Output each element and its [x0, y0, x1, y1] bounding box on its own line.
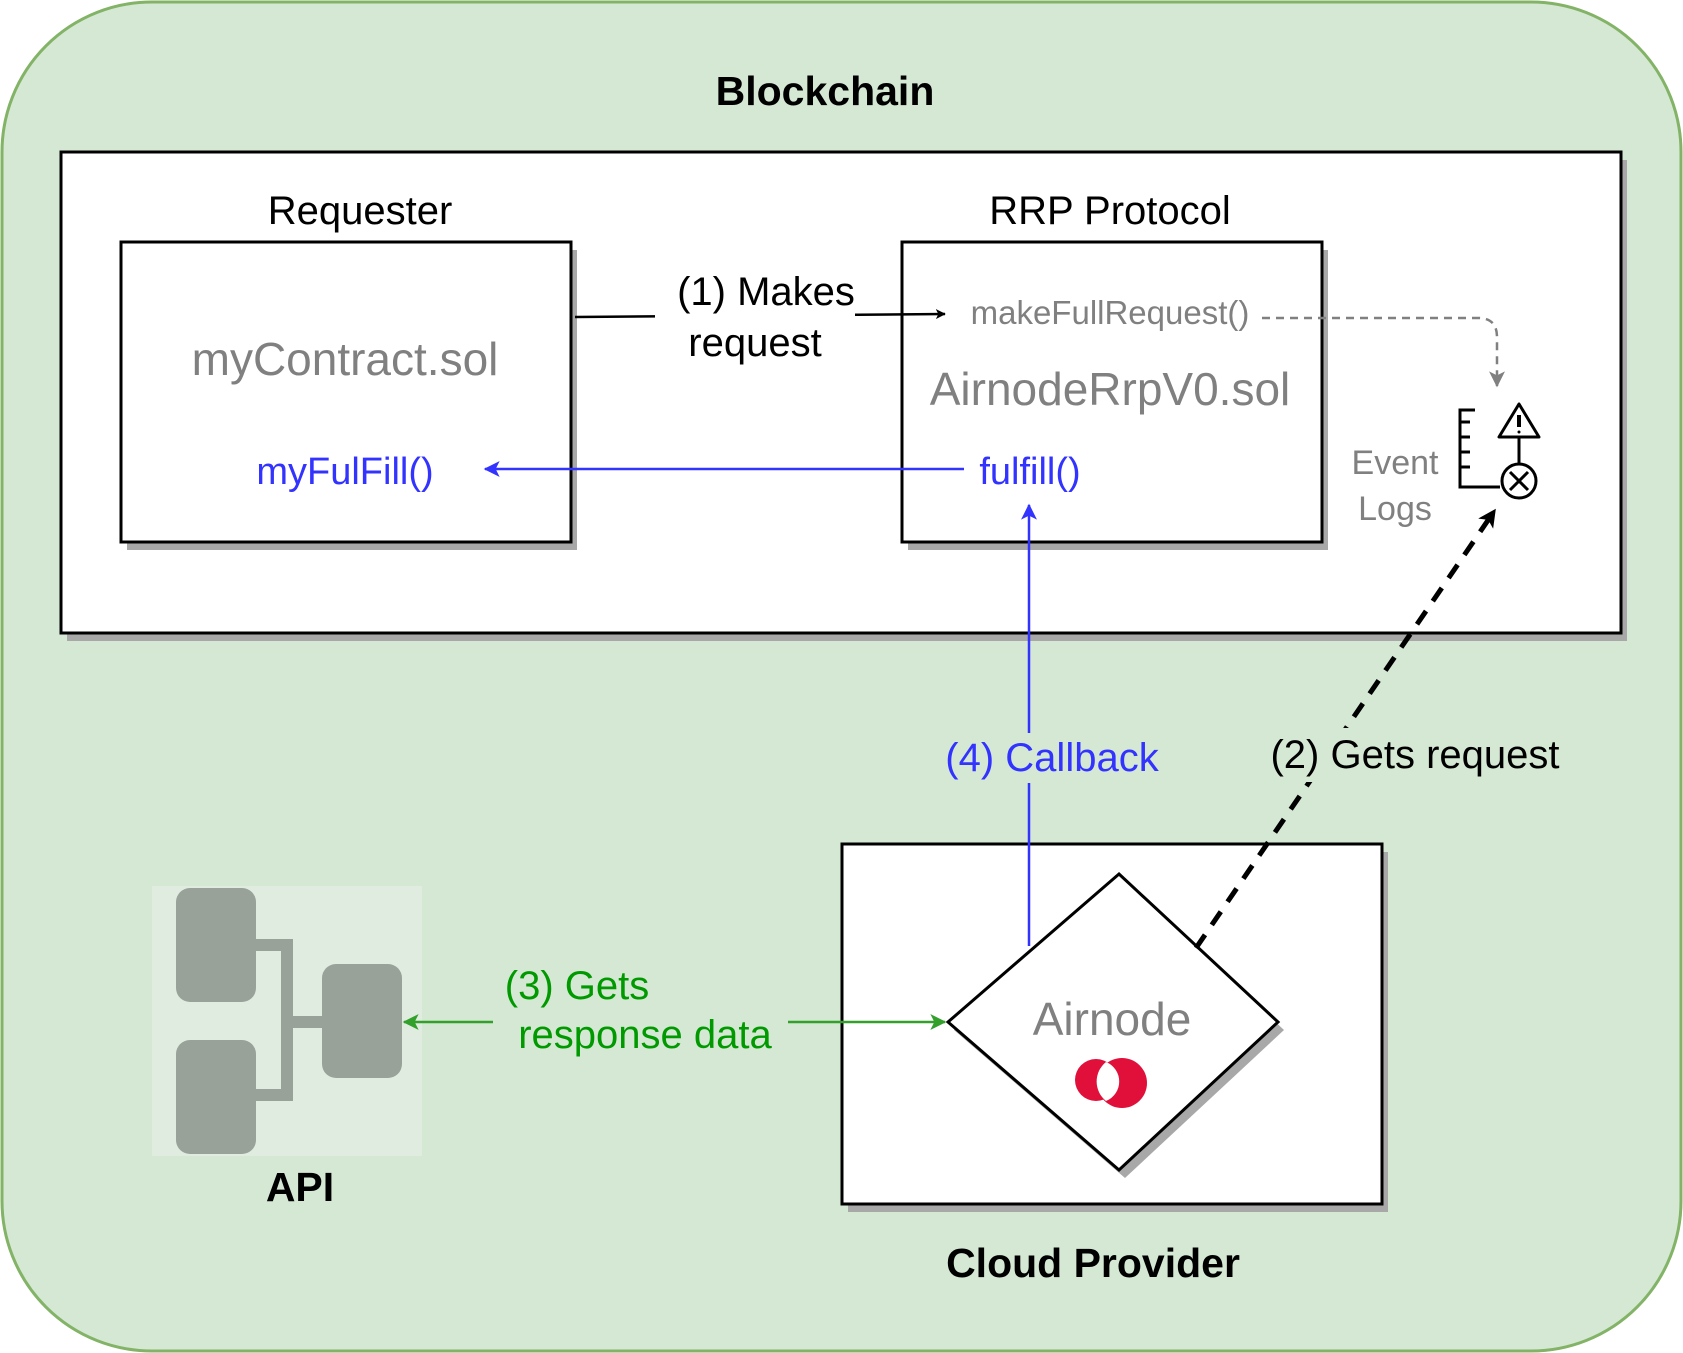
airnode-diamond: [945, 871, 1281, 1173]
api-label: API: [266, 1164, 334, 1210]
protocol-fulfill-fn: fulfill(): [979, 451, 1080, 493]
protocol-contract-name: AirnodeRrpV0.sol: [930, 363, 1291, 415]
requester-box: [119, 240, 573, 544]
event-logs-label-line2: Logs: [1358, 490, 1432, 528]
requester-title: Requester: [268, 189, 453, 233]
airnode-label: Airnode: [1033, 993, 1192, 1045]
gets-response-label-bg: [493, 962, 788, 1062]
makes-request-label-bg: [655, 265, 855, 363]
event-logs-label-line1: Event: [1352, 444, 1439, 482]
protocol-request-fn: makeFullRequest(): [971, 294, 1250, 331]
airnode-logo-icon: [1075, 1058, 1147, 1108]
makes-request-label-line1: (1) Makes: [677, 270, 855, 314]
gets-request-label: (2) Gets request: [1270, 733, 1559, 777]
emit-event-arrow: [1262, 316, 1505, 388]
gets-response-label-line2: response data: [518, 1013, 772, 1057]
callback-label: (4) Callback: [945, 736, 1159, 780]
gets-response-label-line1: (3) Gets: [505, 964, 649, 1008]
gets-request-label-bg: [1260, 728, 1570, 782]
makes-request-label-line2: request: [688, 321, 821, 365]
protocol-title: RRP Protocol: [989, 189, 1231, 233]
cloud-provider-label: Cloud Provider: [946, 1240, 1240, 1286]
event-log-icon: [1458, 402, 1541, 500]
callback-label-bg: [937, 733, 1169, 783]
blockchain-label: Blockchain: [716, 68, 935, 114]
requester-callback-fn: myFulFill(): [256, 451, 433, 493]
protocol-box: [900, 240, 1324, 544]
api-icon: [152, 886, 422, 1156]
requester-contract-name: myContract.sol: [192, 333, 499, 385]
